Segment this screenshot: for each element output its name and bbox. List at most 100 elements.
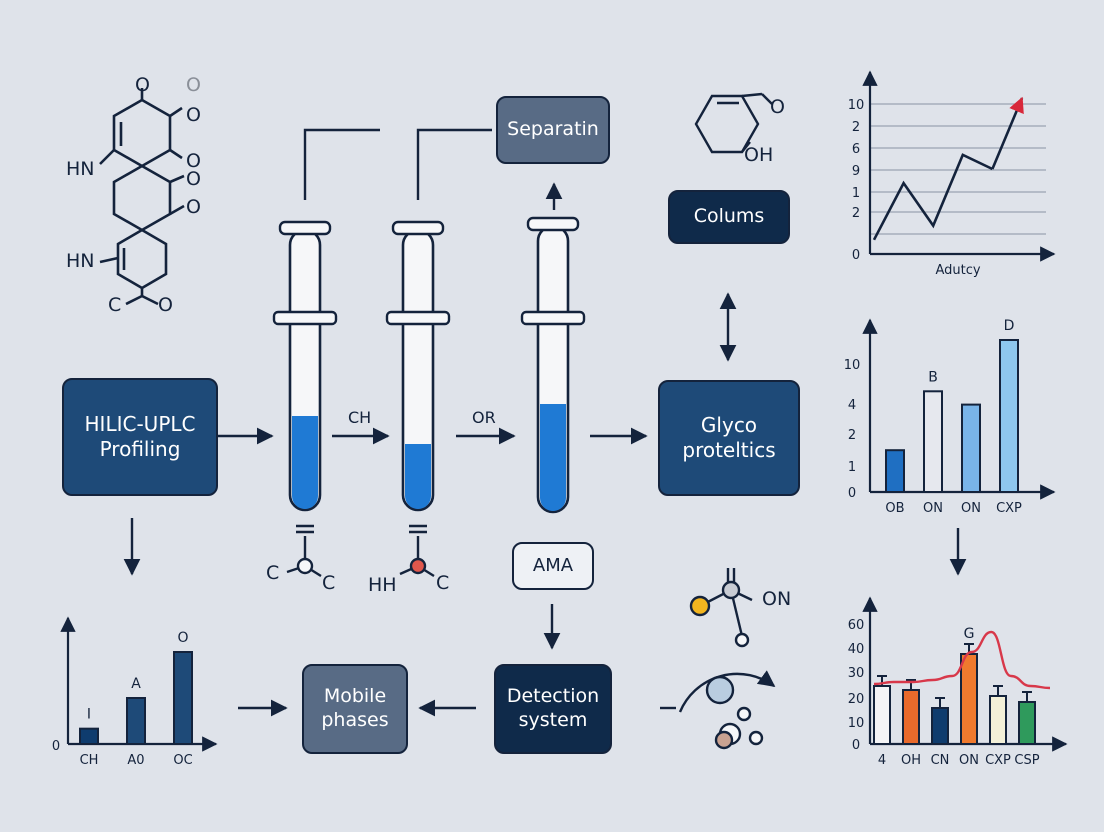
- atom-label: O: [186, 74, 201, 96]
- bar: [173, 651, 193, 745]
- atom-label: C: [266, 562, 280, 584]
- colums-box: Colums: [668, 190, 790, 244]
- bar: [1018, 701, 1036, 745]
- bar: [885, 449, 905, 494]
- y-tick-label: 0: [848, 486, 856, 501]
- bar: [126, 697, 146, 745]
- test-tube-1: [272, 220, 338, 578]
- box-label: Glyco proteltics: [682, 413, 776, 462]
- y-tick-label: 0: [852, 738, 860, 753]
- x-axis-label: Adutcy: [935, 263, 980, 278]
- molecule-cluster: [660, 670, 776, 750]
- atom-label: O: [186, 104, 201, 126]
- atom-label: HH: [368, 574, 397, 596]
- y-tick-label: 30: [848, 666, 865, 681]
- bar: [902, 689, 920, 745]
- molecule-top-left: [99, 88, 185, 306]
- bar: [960, 653, 978, 745]
- y-tick-label: 2: [848, 428, 856, 443]
- bar: [931, 707, 949, 745]
- x-tick-label: 4: [878, 753, 886, 768]
- atom-label: O: [186, 168, 201, 190]
- bar: [79, 727, 99, 746]
- ama-box: AMA: [512, 542, 594, 590]
- x-tick-label: ON: [961, 501, 981, 516]
- atom-label: O: [186, 196, 201, 218]
- bar: [989, 695, 1007, 745]
- y-tick-label: 6: [852, 142, 860, 157]
- y-tick-label: 10: [848, 716, 865, 731]
- box-label: AMA: [532, 554, 574, 576]
- arrow-label-ch: CH: [348, 408, 372, 427]
- x-tick-label: CN: [931, 753, 950, 768]
- y-tick-label: 10: [844, 358, 861, 373]
- y-tick-label: 9: [852, 164, 860, 179]
- bar: [961, 403, 981, 494]
- bar-label: D: [1004, 318, 1015, 334]
- x-tick-label: CH: [80, 753, 99, 768]
- box-label: Mobile phases: [321, 685, 389, 731]
- atom-label: C: [108, 294, 122, 316]
- atom-label: HN: [66, 158, 95, 180]
- series-line: [872, 153, 993, 241]
- bar: [999, 339, 1019, 493]
- x-tick-label: CXP: [985, 753, 1011, 768]
- x-tick-label: ON: [959, 753, 979, 768]
- x-tick-label: OC: [173, 753, 192, 768]
- atom-label: O: [158, 294, 173, 316]
- x-tick-label: CSP: [1014, 753, 1039, 768]
- box-label: Detection system: [506, 685, 600, 731]
- y-tick-label: 60: [848, 618, 865, 633]
- atom-label: HN: [66, 250, 95, 272]
- atom-label: C: [322, 572, 336, 594]
- series-line-end: [991, 96, 1024, 170]
- y-tick-label: 0: [52, 739, 60, 754]
- bar-label: O: [177, 630, 188, 646]
- x-tick-label: OH: [901, 753, 921, 768]
- molecule-top-right: [694, 92, 773, 154]
- bar-label: I: [87, 707, 91, 723]
- y-tick-label: 2: [852, 206, 860, 221]
- y-tick-label: 4: [848, 398, 856, 413]
- atom-label: O: [135, 74, 150, 96]
- test-tube-2: [385, 220, 451, 578]
- atom-label: O: [186, 150, 201, 172]
- atom-label: O: [770, 96, 785, 118]
- x-tick-label: A0: [127, 753, 144, 768]
- y-tick-label: 2: [852, 120, 860, 135]
- bar-chart-3: CH I A0 A OC O 0: [52, 616, 218, 768]
- x-tick-label: ON: [923, 501, 943, 516]
- box-label: Colums: [693, 205, 765, 228]
- hilic-uplc-profiling-box: HILIC-UPLC Profiling: [62, 378, 218, 496]
- molecule-right: [689, 568, 753, 648]
- bar-label: B: [928, 369, 938, 385]
- y-tick-label: 10: [848, 98, 865, 113]
- atom-label: C: [436, 572, 450, 594]
- bar: [923, 390, 943, 493]
- box-label: HILIC-UPLC Profiling: [84, 412, 196, 461]
- connector-lines: [123, 128, 967, 717]
- separatin-box: Separatin: [496, 96, 610, 164]
- x-tick-label: CXP: [996, 501, 1022, 516]
- box-label: Separatin: [507, 118, 599, 141]
- y-tick-label: 0: [852, 248, 860, 263]
- test-tube-3: [520, 216, 586, 514]
- detection-system-box: Detection system: [494, 664, 612, 754]
- bar-label: G: [964, 626, 975, 642]
- y-tick-label: 40: [848, 642, 865, 657]
- trend-curve: [873, 630, 1051, 690]
- atom-label: ON: [762, 588, 792, 610]
- bar-label: A: [131, 676, 141, 692]
- atom-label: OH: [744, 144, 774, 166]
- x-tick-label: OB: [885, 501, 904, 516]
- glyco-proteltics-box: Glyco proteltics: [658, 380, 800, 496]
- y-tick-label: 1: [852, 186, 860, 201]
- mobile-phases-box: Mobile phases: [302, 664, 408, 754]
- y-tick-label: 20: [848, 692, 865, 707]
